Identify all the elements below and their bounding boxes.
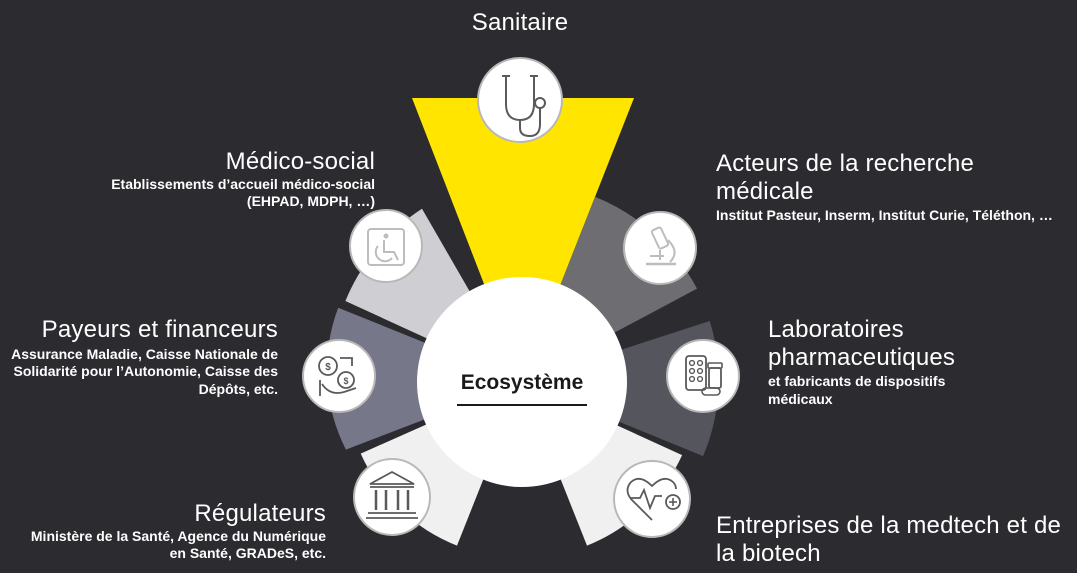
recherche-subtitle: Institut Pasteur, Inserm, Institut Curie…	[716, 207, 1053, 224]
center-circle	[417, 277, 627, 487]
svg-text:$: $	[343, 376, 348, 386]
money-exchange-icon: $ $	[302, 339, 376, 413]
stethoscope-icon	[477, 57, 563, 143]
label-payeurs: Payeurs et financeurs Assurance Maladie,…	[10, 316, 278, 398]
regulateurs-title: Régulateurs	[194, 500, 326, 527]
medico-social-title: Médico-social	[225, 148, 375, 175]
medico-social-subtitle: Etablissements d’accueil médico-social (…	[111, 175, 375, 210]
label-laboratoires: Laboratoires pharmaceutiques et fabrican…	[768, 316, 1013, 408]
payeurs-subtitle: Assurance Maladie, Caisse Nationale de S…	[11, 345, 278, 397]
label-sanitaire: Sanitaire	[420, 9, 620, 37]
government-building-icon	[353, 458, 431, 536]
label-medico-social: Médico-social Etablissements d’accueil m…	[30, 148, 375, 211]
laboratoires-subtitle: et fabricants de dispositifs médicaux	[768, 373, 946, 407]
laboratoires-title: Laboratoires pharmaceutiques	[768, 316, 956, 371]
recherche-title: Acteurs de la recherche médicale	[716, 150, 975, 205]
payeurs-title: Payeurs et financeurs	[41, 316, 278, 343]
segment-sanitaire	[412, 98, 634, 382]
wheelchair-icon	[349, 209, 423, 283]
svg-text:$: $	[325, 362, 331, 373]
label-recherche: Acteurs de la recherche médicale Institu…	[716, 150, 1061, 225]
label-medtech: Entreprises de la medtech et de la biote…	[716, 512, 1066, 567]
sanitaire-title: Sanitaire	[471, 9, 569, 36]
heart-pulse-icon	[613, 460, 691, 538]
medtech-title: Entreprises de la medtech et de la biote…	[716, 512, 1062, 567]
microscope-icon	[623, 211, 697, 285]
medicines-icon	[666, 339, 740, 413]
center-label: Ecosystème	[461, 371, 584, 394]
label-regulateurs: Régulateurs Ministère de la Santé, Agenc…	[20, 500, 326, 563]
regulateurs-subtitle: Ministère de la Santé, Agence du Numériq…	[30, 527, 326, 562]
